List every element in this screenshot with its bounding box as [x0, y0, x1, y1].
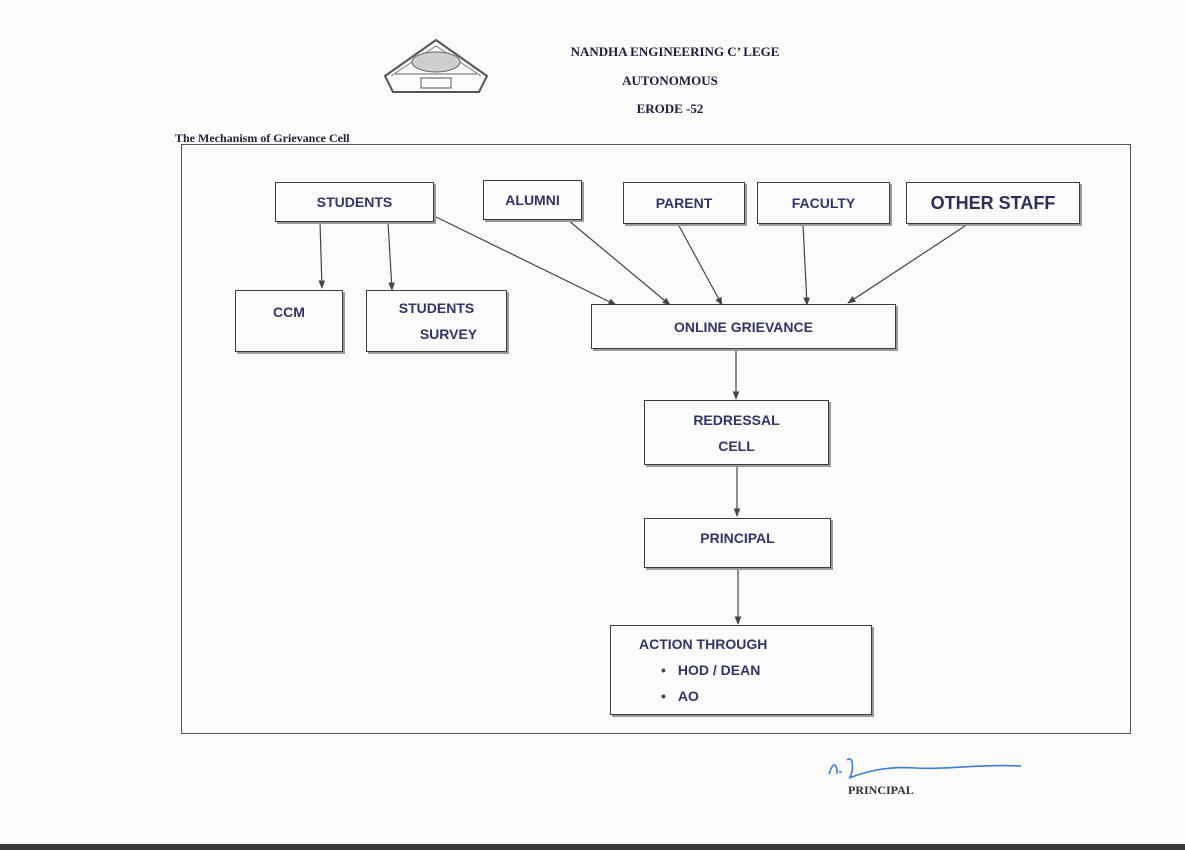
node-principal: PRINCIPAL [644, 518, 831, 568]
node-redressal-cell: REDRESSAL CELL [644, 400, 829, 465]
node-other-staff: OTHER STAFF [906, 182, 1080, 224]
arrow-parent-online [677, 223, 723, 306]
node-students: STUDENTS [275, 182, 434, 222]
arrow-otherstaff-online [847, 223, 969, 304]
node-other-staff-label: OTHER STAFF [930, 193, 1056, 213]
node-students-survey-line1: STUDENTS [398, 300, 475, 316]
node-action-through: ACTION THROUGH HOD / DEAN AO [610, 625, 872, 715]
college-status: AUTONOMOUS [622, 73, 718, 88]
diagram-caption: The Mechanism of Grievance Cell [175, 131, 350, 145]
principal-signature [828, 758, 1022, 779]
college-logo [383, 38, 489, 93]
node-alumni: ALUMNI [483, 180, 582, 220]
arrow-students-ccm [318, 221, 326, 289]
node-redressal-line1: REDRESSAL [693, 411, 780, 428]
arrow-students-survey [387, 221, 395, 291]
node-principal-label: PRINCIPAL [700, 530, 775, 546]
node-faculty: FACULTY [757, 182, 890, 224]
arrow-alumni-online [567, 219, 671, 306]
arrow-faculty-online [802, 223, 810, 306]
college-name: NANDHA ENGINEERING C’ LEGE [570, 44, 780, 59]
node-students-survey: STUDENTS SURVEY [366, 290, 507, 352]
action-item-ao: AO [639, 683, 699, 709]
signatory-label: PRINCIPAL [848, 783, 914, 797]
action-item-hod-dean: HOD / DEAN [639, 657, 760, 683]
node-parent-label: PARENT [655, 195, 713, 211]
node-redressal-line2: CELL [718, 437, 755, 454]
node-students-label: STUDENTS [316, 194, 393, 210]
node-faculty-label: FACULTY [791, 195, 856, 211]
node-action-title: ACTION THROUGH [639, 636, 768, 652]
node-alumni-label: ALUMNI [505, 192, 560, 208]
node-students-survey-line2: SURVEY [419, 326, 478, 342]
node-ccm-label: CCM [273, 304, 305, 320]
node-online-grievance: ONLINE GRIEVANCE [591, 304, 896, 349]
diagram-frame [181, 144, 1131, 734]
node-parent: PARENT [623, 182, 745, 224]
node-online-grievance-label: ONLINE GRIEVANCE [674, 318, 813, 335]
scan-bottom-edge [0, 844, 1185, 850]
college-city: ERODE -52 [636, 101, 704, 116]
node-ccm: CCM [235, 290, 343, 352]
arrow-students-online [431, 214, 617, 306]
